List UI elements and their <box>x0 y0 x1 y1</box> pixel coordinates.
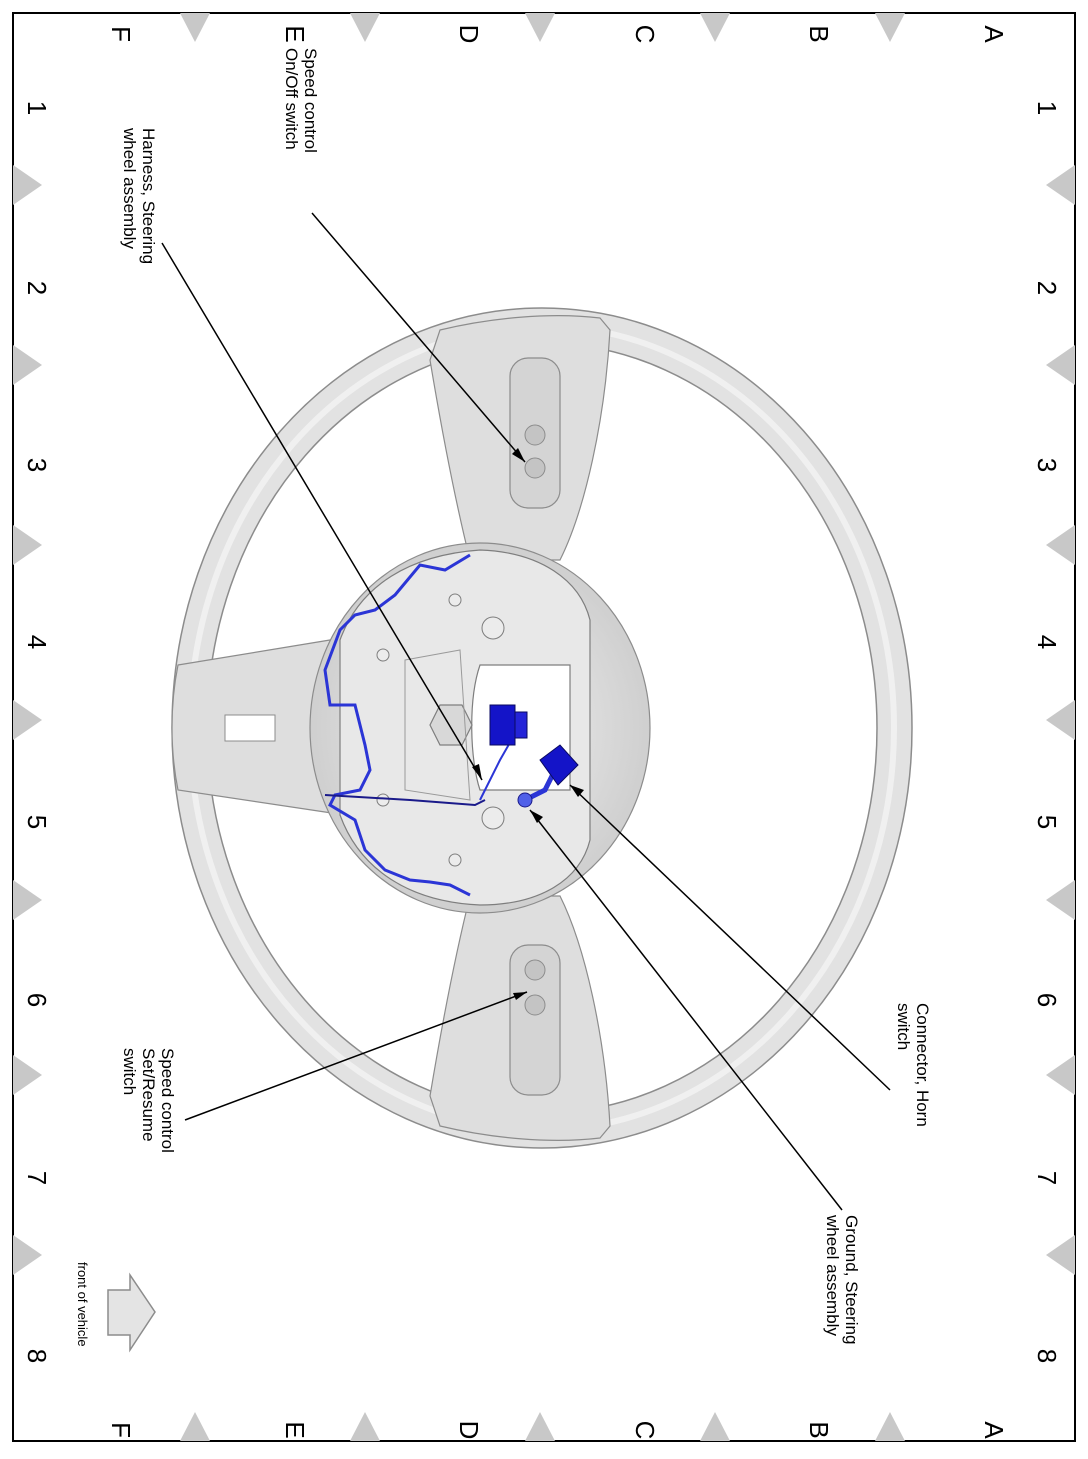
callout-line: wheel assembly <box>823 1214 842 1336</box>
grid-marker <box>13 880 42 920</box>
steering-wheel-harness <box>323 553 471 897</box>
front-of-vehicle-label: front of vehicle <box>75 1262 90 1347</box>
zone-column-label: 4 <box>22 635 52 649</box>
zone-column-label: 6 <box>1032 993 1062 1007</box>
grid-marker <box>13 525 42 565</box>
zone-column-label: 7 <box>22 1171 52 1185</box>
zone-row-label: C <box>630 1421 660 1440</box>
callout-line: wheel assembly <box>120 127 139 249</box>
callout-line: Harness, Steering <box>139 128 158 264</box>
arrow-icon <box>107 1272 156 1353</box>
grid-markers <box>13 13 1075 1441</box>
grid-marker <box>350 13 380 42</box>
callout-line: On/Off switch <box>282 48 301 150</box>
leader-line-harness <box>161 242 483 781</box>
grid-marker <box>13 1055 42 1095</box>
zone-row-label: B <box>804 1421 834 1438</box>
zone-column-label: 2 <box>22 281 52 295</box>
zone-row-label: F <box>106 26 136 42</box>
zone-row-label: D <box>454 25 484 44</box>
zone-column-label: 8 <box>22 1349 52 1363</box>
zone-column-label: 4 <box>1032 635 1062 649</box>
zone-row-label: C <box>630 25 660 44</box>
grid-marker <box>525 13 555 42</box>
zone-row-label: E <box>280 1421 310 1438</box>
grid-marker <box>1046 165 1075 205</box>
grid-marker <box>180 1412 210 1441</box>
zone-column-label: 2 <box>1032 281 1062 295</box>
grid-marker <box>13 700 42 740</box>
spoke-bottom-slot <box>224 714 276 742</box>
zone-column-label: 3 <box>1032 458 1062 472</box>
callout-line: Set/Resume <box>139 1048 158 1142</box>
grid-marker <box>525 1412 555 1441</box>
grid-marker <box>1046 345 1075 385</box>
zone-row-label: B <box>804 25 834 42</box>
grid-marker <box>1046 700 1075 740</box>
callout-line: switch <box>120 1048 139 1095</box>
horn-switch-connector <box>489 704 579 786</box>
zone-column-label: 5 <box>22 815 52 829</box>
grid-marker <box>1046 1235 1075 1275</box>
grid-marker <box>13 1235 42 1275</box>
zone-row-label: A <box>979 1421 1009 1439</box>
grid-marker <box>13 345 42 385</box>
grid-marker <box>700 1412 730 1441</box>
leader-line-horn <box>569 784 891 1091</box>
zone-column-label: 7 <box>1032 1171 1062 1185</box>
leader-line-set-resume <box>184 991 528 1121</box>
grid-marker <box>1046 1055 1075 1095</box>
zone-column-label: 1 <box>1032 101 1062 115</box>
zone-column-label: 8 <box>1032 1349 1062 1363</box>
grid-marker <box>875 13 905 42</box>
leader-lines <box>161 212 891 1211</box>
callout-line: switch <box>894 1003 913 1050</box>
zone-row-label: D <box>454 1421 484 1440</box>
grid-marker <box>350 1412 380 1441</box>
grid-marker <box>1046 880 1075 920</box>
callout-line: Speed control <box>301 48 320 153</box>
zone-row-label: E <box>280 25 310 42</box>
hub-bolt <box>481 616 505 640</box>
zone-row-label: A <box>979 25 1009 43</box>
grid-marker <box>700 13 730 42</box>
zone-column-label: 5 <box>1032 815 1062 829</box>
zone-row-label: F <box>106 1422 136 1438</box>
callout-line: Ground, Steering <box>842 1215 861 1344</box>
callout-line: Connector, Horn <box>913 1003 932 1127</box>
leader-line-speed-on-off <box>311 212 526 463</box>
steering-wheel <box>171 307 913 1149</box>
zone-column-label: 3 <box>22 458 52 472</box>
leader-line-ground <box>529 809 843 1211</box>
zone-column-label: 6 <box>22 993 52 1007</box>
speed-control-set-resume-switch <box>509 944 561 1096</box>
grid-marker <box>180 13 210 42</box>
steering-wheel-ground <box>517 792 533 808</box>
front-of-vehicle-indicator: front of vehicle <box>75 1262 156 1353</box>
grid-marker <box>875 1412 905 1441</box>
zone-column-label: 1 <box>22 101 52 115</box>
grid-marker <box>1046 525 1075 565</box>
hub-bolt <box>481 806 505 830</box>
grid-marker <box>13 165 42 205</box>
callout-line: Speed control <box>158 1048 177 1153</box>
